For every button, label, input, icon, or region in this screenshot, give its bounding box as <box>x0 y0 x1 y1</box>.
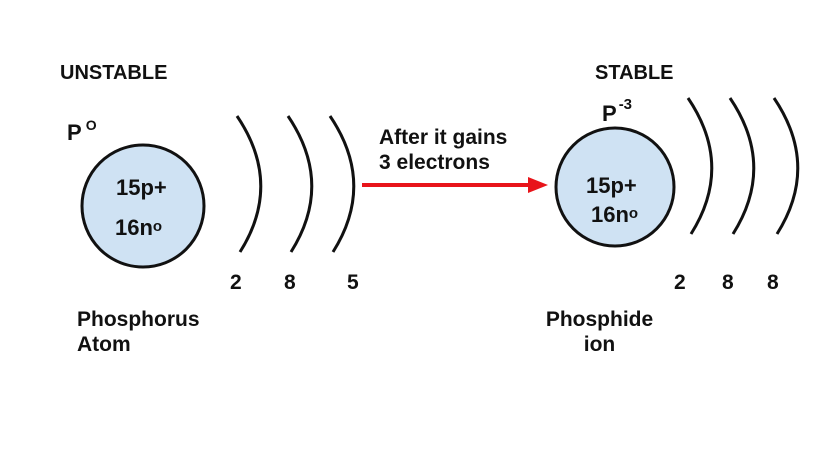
ion-neutron-mark: o <box>628 205 639 222</box>
ion-shell-count-1: 2 <box>674 271 686 294</box>
atom-neutron-mark: o <box>152 218 163 235</box>
atom-name-line1: Phosphorus <box>77 308 200 331</box>
transition-label: After it gains 3 electrons <box>379 125 507 175</box>
ion-shell-3 <box>772 97 800 235</box>
atom-status: UNSTABLE <box>60 62 168 84</box>
ion-neutrons: 16no <box>591 204 638 226</box>
ion-charge: -3 <box>618 96 633 113</box>
ion-symbol-letter: P <box>602 101 617 126</box>
ion-shell-2 <box>728 97 756 235</box>
ion-protons: 15p+ <box>586 173 637 198</box>
atom-shell-count-3: 5 <box>347 271 359 294</box>
atom-shell-2 <box>286 115 314 253</box>
atom-protons: 15p+ <box>116 175 167 200</box>
atom-shell-count-1: 2 <box>230 271 242 294</box>
atom-shell-1 <box>235 115 263 253</box>
transition-line1: After it gains <box>379 126 508 149</box>
arrow-head <box>528 177 548 193</box>
ion-symbol: P-3 <box>602 97 632 126</box>
atom-shell-3 <box>328 115 356 253</box>
ion-shell-count-3: 8 <box>767 271 779 294</box>
ion-shell-count-2: 8 <box>722 271 734 294</box>
ion-shell-1 <box>686 97 714 235</box>
atom-name: Phosphorus Atom <box>77 307 200 357</box>
atom-charge: O <box>85 117 97 133</box>
ion-neutrons-count: 16n <box>591 202 629 227</box>
atom-nucleus <box>80 143 206 269</box>
ion-name-line1: Phosphide <box>545 308 654 331</box>
atom-neutrons-count: 16n <box>115 215 153 240</box>
ion-nucleus <box>554 126 676 248</box>
atom-neutrons: 16no <box>115 217 162 239</box>
atom-name-line2: Atom <box>77 333 131 357</box>
ion-name-line2: ion <box>583 333 616 357</box>
atom-shell-count-2: 8 <box>284 271 296 294</box>
transition-line2: 3 electrons <box>379 151 490 175</box>
ion-status: STABLE <box>595 62 674 84</box>
atom-symbol-letter: P <box>67 120 82 145</box>
ion-name: Phosphide ion <box>534 307 665 357</box>
